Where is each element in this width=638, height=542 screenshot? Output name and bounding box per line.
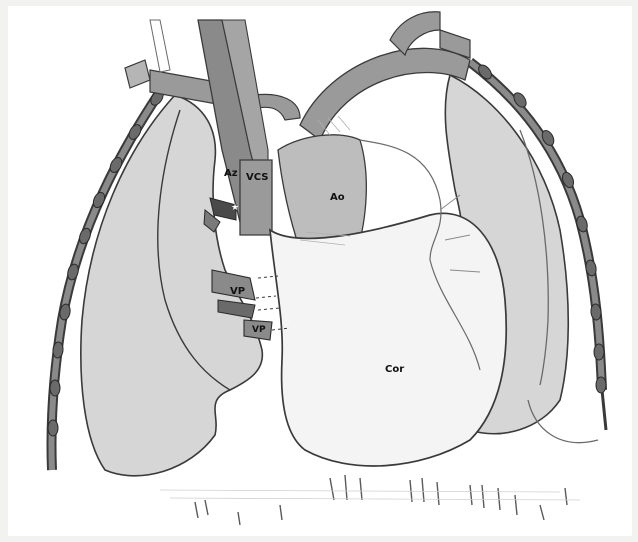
label-vp-lower: VP — [252, 325, 266, 335]
label-vcs: VCS — [246, 172, 268, 183]
label-ao: Ao — [330, 192, 345, 203]
label-cor: Cor — [385, 364, 404, 375]
label-az: Az — [224, 168, 238, 179]
label-vp-upper: VP — [230, 286, 245, 297]
heart — [270, 213, 506, 466]
label-star: ★ — [231, 203, 239, 213]
